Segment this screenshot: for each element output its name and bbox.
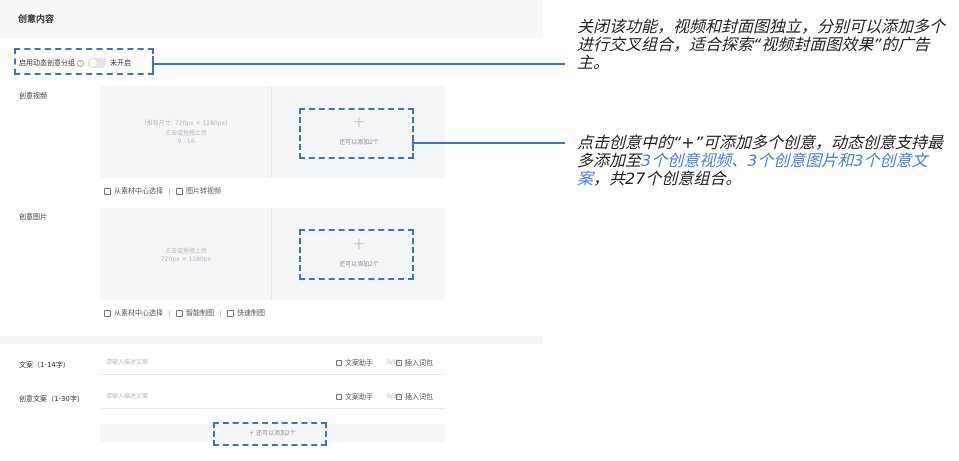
folder-icon bbox=[104, 187, 111, 195]
creative-content-panel: 创意内容 启用动态创意分组 ? 未开启 创意视频 (推荐尺寸: 720px × … bbox=[0, 0, 543, 442]
video-upload-hint: 点击或拖拽上传 bbox=[164, 130, 207, 137]
image-icon bbox=[176, 187, 183, 195]
copy-short-input[interactable] bbox=[106, 359, 286, 366]
image-label: 创意图片 bbox=[19, 213, 47, 221]
image-size-hint: 720px × 1280px bbox=[160, 256, 212, 263]
image-upload-area: 点击或拖拽上传 720px × 1280px + 还可以添加2个 bbox=[100, 208, 445, 300]
wordpack-icon bbox=[396, 360, 402, 366]
image-link-smart-design[interactable]: 智能制图 bbox=[186, 309, 214, 317]
plus-icon: + bbox=[352, 112, 366, 131]
plus-icon: + bbox=[352, 234, 366, 253]
dynamic-group-switch[interactable] bbox=[88, 58, 106, 68]
copy-long-assistant-button[interactable]: 文案助手 bbox=[336, 392, 373, 402]
image-upload-dropzone[interactable]: 点击或拖拽上传 720px × 1280px bbox=[100, 208, 272, 300]
video-upload-dropzone[interactable]: (推荐尺寸: 720px × 1280px) 点击或拖拽上传 9 : 16 bbox=[100, 86, 272, 178]
copy-long-label: 创意文案（1-30字） bbox=[19, 395, 84, 403]
copy-short-row: 0/14 bbox=[100, 353, 445, 375]
separator bbox=[405, 360, 406, 367]
video-size-hint: (推荐尺寸: 720px × 1280px) bbox=[144, 120, 228, 127]
toggle-state: 未开启 bbox=[110, 59, 131, 67]
copy-long-insert-button[interactable]: 插入词包 bbox=[396, 392, 433, 402]
copy-short-insert-label: 插入词包 bbox=[405, 359, 433, 367]
folder-icon bbox=[104, 309, 111, 317]
copy-long-row: 0/30 bbox=[100, 387, 445, 409]
separator bbox=[169, 309, 170, 317]
image-upload-hint: 点击或拖拽上传 bbox=[164, 248, 207, 255]
panel-title: 创意内容 bbox=[18, 15, 55, 25]
note-plus-highlight: 3个创意视频、3个创意图片和3个创意文案 bbox=[577, 151, 928, 188]
copy-long-input[interactable] bbox=[106, 393, 286, 400]
section-divider bbox=[0, 336, 543, 344]
note-plus: 点击创意中的“+”可添加多个创意，动态创意支持最多添加至3个创意视频、3个创意图… bbox=[577, 134, 955, 188]
ai-icon bbox=[176, 309, 183, 317]
image-link-material-center[interactable]: 从素材中心选择 bbox=[114, 309, 163, 317]
wordpack-icon bbox=[396, 394, 402, 400]
video-add-highlight-box bbox=[299, 108, 414, 159]
copy-short-insert-button[interactable]: 插入词包 bbox=[396, 358, 433, 368]
switch-knob bbox=[89, 59, 97, 67]
panel-header: 创意内容 bbox=[0, 0, 543, 38]
video-link-material-center[interactable]: 从素材中心选择 bbox=[114, 187, 163, 195]
connector-cap-2 bbox=[412, 135, 414, 151]
video-upload-area: (推荐尺寸: 720px × 1280px) 点击或拖拽上传 9 : 16 + … bbox=[100, 86, 445, 178]
image-link-quick-design[interactable]: 快速制图 bbox=[237, 309, 265, 317]
toggle-highlight-box bbox=[14, 48, 154, 75]
copy-short-label: 文案（1-14字） bbox=[19, 361, 70, 369]
help-icon[interactable]: ? bbox=[77, 59, 84, 67]
connector-line-1 bbox=[154, 63, 565, 65]
toggle-label: 启用动态创意分组 bbox=[19, 59, 75, 67]
note-toggle: 关闭该功能，视频和封面图独立，分别可以添加多个进行交叉组合，适合探索“视频封面图… bbox=[577, 17, 946, 72]
text-icon bbox=[336, 360, 342, 366]
image-add-slot[interactable]: + 还可以添加2个 bbox=[273, 208, 445, 300]
image-add-highlight-box bbox=[299, 229, 414, 280]
dynamic-group-toggle-row: 启用动态创意分组 ? 未开启 bbox=[19, 56, 131, 70]
video-link-image-to-video[interactable]: 图片转视频 bbox=[186, 187, 221, 195]
image-add-hint: 还可以添加2个 bbox=[339, 261, 379, 268]
connector-cap-1 bbox=[152, 56, 154, 72]
copy-long-insert-label: 插入词包 bbox=[405, 393, 433, 401]
add-copy-label: + 还可以添加2个 bbox=[249, 430, 296, 437]
connector-line-2 bbox=[414, 142, 565, 144]
copy-short-assistant-label: 文案助手 bbox=[345, 359, 373, 367]
copy-long-assistant-label: 文案助手 bbox=[345, 393, 373, 401]
video-ratio-hint: 9 : 16 bbox=[177, 138, 195, 145]
copy-short-counter: 0/14 bbox=[387, 359, 401, 366]
add-copy-button[interactable]: + 还可以添加2个 bbox=[100, 424, 445, 442]
separator bbox=[169, 187, 170, 195]
note-plus-prefix: 点击创意中的“+”可添加多个创意，动态创意支持最多添加至 bbox=[577, 133, 943, 170]
add-copy-highlight-box bbox=[213, 422, 327, 446]
video-add-hint: 还可以添加2个 bbox=[339, 139, 379, 146]
text-icon bbox=[336, 394, 342, 400]
video-source-links: 从素材中心选择 图片转视频 bbox=[104, 186, 221, 196]
copy-short-assistant-button[interactable]: 文案助手 bbox=[336, 358, 373, 368]
quick-icon bbox=[227, 309, 234, 317]
video-label: 创意视频 bbox=[19, 92, 47, 100]
video-add-slot[interactable]: + 还可以添加2个 bbox=[273, 86, 445, 178]
separator bbox=[220, 309, 221, 317]
image-source-links: 从素材中心选择 智能制图 快速制图 bbox=[104, 308, 265, 318]
copy-long-counter: 0/30 bbox=[387, 393, 401, 400]
note-plus-suffix: ，共27个创意组合。 bbox=[593, 169, 742, 188]
